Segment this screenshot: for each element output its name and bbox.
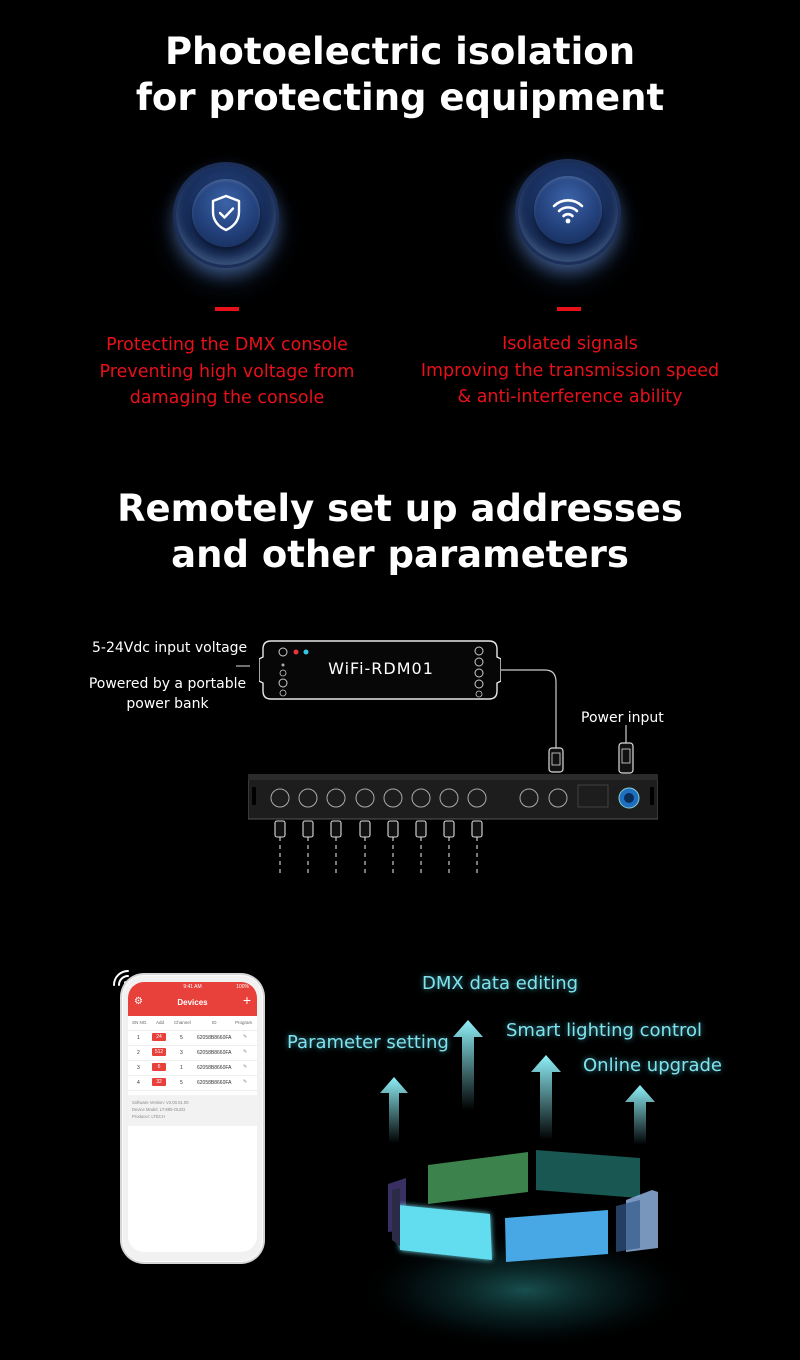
dmx-splitter <box>248 774 658 875</box>
arrow-dmx <box>453 1020 483 1110</box>
feature-arrows <box>380 1020 655 1145</box>
feature-dmx-data: DMX data editing <box>422 973 579 994</box>
feature-right-line1: Isolated signals <box>502 334 638 354</box>
feature-left-line2: Preventing high voltage from <box>99 361 355 382</box>
feature-left-text: Protecting the DMX console Preventing hi… <box>60 332 394 412</box>
producer: Producer: LTECH <box>132 1114 165 1119</box>
wifi-icon <box>552 199 584 224</box>
status-battery: 100% <box>236 984 249 990</box>
edit-icon[interactable]: ✎ <box>243 1034 248 1040</box>
power-bank-line2: power bank <box>126 696 209 712</box>
red-dash-right <box>557 307 581 311</box>
feature-left-line3: damaging the console <box>129 388 325 408</box>
wifi-rdm01-device: WiFi-RDM01 <box>259 637 501 703</box>
row-channel: 1 <box>180 1065 183 1071</box>
wifi-badge-inner <box>534 176 602 244</box>
power-bank-line1: Powered by a portable <box>88 676 247 692</box>
add-device-icon[interactable]: + <box>242 992 251 1008</box>
column-channel: Channel <box>174 1020 191 1025</box>
shield-badge-inner <box>192 179 260 247</box>
section1-title-line2: for protecting equipment <box>135 76 665 119</box>
phone: 9:41 AM 100% ⚙ Devices + SN NO. Add Chan… <box>122 975 263 1262</box>
column-add: Add <box>156 1020 165 1025</box>
device-table: 1 24 5 62058B8660FA ✎ 2 512 3 62058B8660… <box>128 1031 257 1091</box>
row-no: 1 <box>137 1035 140 1041</box>
row-no: 3 <box>137 1065 140 1071</box>
status-time: 9:41 AM <box>183 984 202 990</box>
arrow-parameter <box>380 1077 408 1143</box>
shield-badge <box>176 165 276 265</box>
cable-to-input <box>500 669 557 748</box>
device-label: WiFi-RDM01 <box>328 659 434 678</box>
phone-screen: 9:41 AM 100% ⚙ Devices + SN NO. Add Chan… <box>128 982 257 1252</box>
row-channel: 5 <box>180 1035 183 1041</box>
settings-gear-icon[interactable]: ⚙ <box>134 996 143 1007</box>
edit-icon[interactable]: ✎ <box>243 1079 248 1085</box>
row-no: 4 <box>137 1080 140 1086</box>
section1-title: Photoelectric isolation for protecting e… <box>0 29 800 121</box>
row-id: 62058B8660FA <box>197 1035 232 1041</box>
power-input-label: Power input <box>581 710 664 726</box>
section1-title-line1: Photoelectric isolation <box>164 30 636 73</box>
section2-title: Remotely set up addresses and other para… <box>0 486 800 578</box>
row-id: 62058B8660FA <box>197 1065 232 1071</box>
section2-title-line1: Remotely set up addresses <box>117 487 683 530</box>
software-version: Software Version: V2.00.01.00 <box>132 1100 189 1105</box>
column-id: ID <box>212 1020 217 1025</box>
table-row[interactable]: 3 6 1 62058B8660FA ✎ <box>128 1061 257 1076</box>
feature-right-text: Isolated signals Improving the transmiss… <box>400 331 740 411</box>
app-header: 9:41 AM 100% ⚙ Devices + <box>128 982 257 1016</box>
row-id: 62058B8660FA <box>197 1080 232 1086</box>
power-plug <box>618 742 634 774</box>
feature-parameter: Parameter setting <box>287 1032 449 1053</box>
xlr-plug-input <box>548 747 564 773</box>
table-row[interactable]: 2 512 3 62058B8660FA ✎ <box>128 1046 257 1061</box>
input-voltage-label: 5-24Vdc input voltage <box>92 640 248 656</box>
table-row[interactable]: 4 32 5 62058B8660FA ✎ <box>128 1076 257 1091</box>
device-info: Software Version: V2.00.01.00 Device Mod… <box>128 1095 257 1126</box>
row-channel: 3 <box>180 1050 183 1056</box>
column-sn: SN NO. <box>132 1020 148 1025</box>
arrow-upgrade <box>625 1085 655 1145</box>
row-add[interactable]: 32 <box>152 1078 166 1086</box>
row-channel: 5 <box>180 1080 183 1086</box>
feature-right-line2: Improving the transmission speed <box>420 360 720 381</box>
feature-upgrade: Online upgrade <box>583 1055 722 1076</box>
row-no: 2 <box>137 1050 140 1056</box>
power-bank-label: Powered by a portable power bank <box>80 674 255 714</box>
row-add[interactable]: 24 <box>152 1033 166 1041</box>
shield-check-icon <box>211 194 241 232</box>
row-id: 62058B8660FA <box>197 1050 232 1056</box>
feature-left-line1: Protecting the DMX console <box>106 335 348 355</box>
arrow-smart <box>531 1055 561 1140</box>
wiring-diagram <box>236 665 634 774</box>
light-strip <box>355 1150 695 1350</box>
red-dash-left <box>215 307 239 311</box>
row-add[interactable]: 512 <box>152 1048 166 1056</box>
edit-icon[interactable]: ✎ <box>243 1049 248 1055</box>
device-model: Device Model: LT-895-OLED <box>132 1107 186 1112</box>
column-program: Program <box>235 1020 253 1025</box>
edit-icon[interactable]: ✎ <box>243 1064 248 1070</box>
feature-smart: Smart lighting control <box>506 1020 703 1041</box>
app-header-title: Devices <box>177 998 208 1007</box>
table-row[interactable]: 1 24 5 62058B8660FA ✎ <box>128 1031 257 1046</box>
section2-title-line2: and other parameters <box>171 533 629 576</box>
row-add[interactable]: 6 <box>152 1063 166 1071</box>
feature-right-line3: & anti-interference ability <box>457 387 683 407</box>
table-header: SN NO. Add Channel ID Program <box>128 1016 257 1031</box>
device-body <box>259 640 501 700</box>
wifi-badge <box>518 162 618 262</box>
